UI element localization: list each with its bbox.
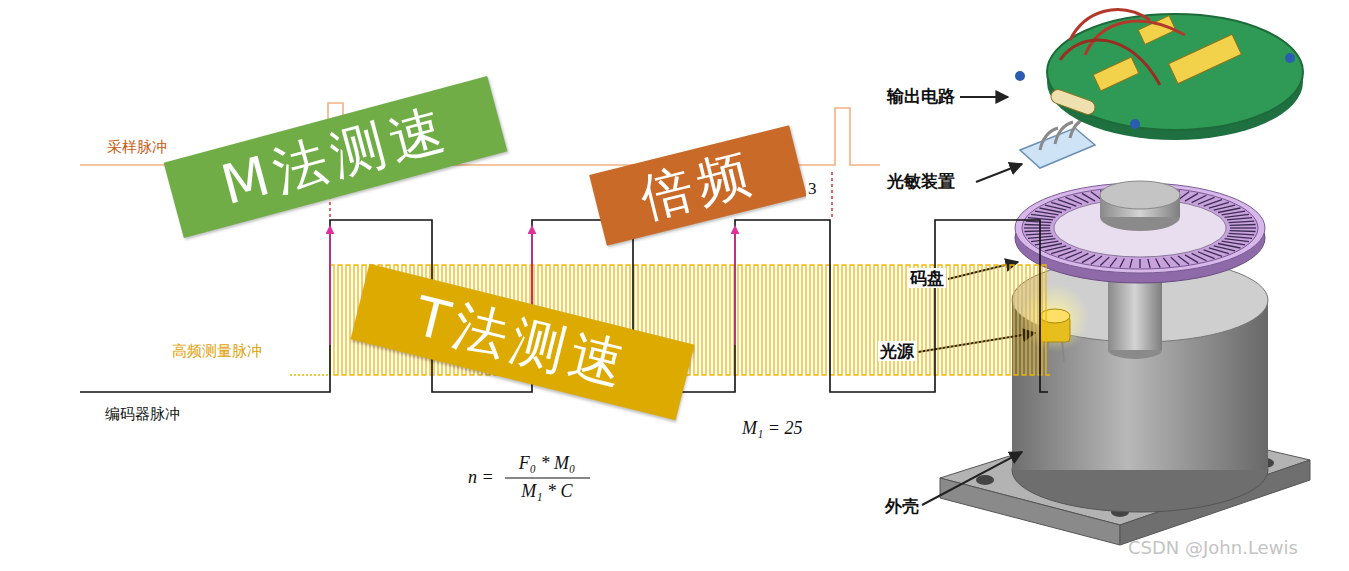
part-name: 光源 [878,341,916,361]
banner-label: 倍频 [589,126,807,247]
disk-slit [1230,227,1256,228]
disk-slit [1230,230,1256,232]
wire [1060,40,1160,85]
part-name: 外壳 [883,496,921,516]
disk-slit [1185,255,1198,263]
disk-slit [1082,193,1095,201]
disk-slit [1024,227,1050,228]
value-text: 3 [806,179,819,199]
output-circuit [1015,10,1303,140]
disk-slit [1024,230,1050,232]
disk-slit [1171,257,1180,265]
resistor [1049,88,1097,117]
chip [1093,57,1139,91]
disk-slit [1230,224,1256,226]
disk-slit [1163,258,1170,267]
disk-slit [1227,236,1252,238]
disk-slit [1156,259,1161,268]
mount-screw [1285,53,1295,63]
disk-slit [1091,256,1102,264]
sample-marker [831,172,833,218]
disk-slit [1024,224,1050,226]
disk-slit [1031,239,1055,242]
disk-slit [1225,239,1249,242]
led-top [1040,309,1070,323]
disk-slit [1139,259,1140,268]
mount-screw [1015,71,1025,81]
disk-slit [1110,258,1117,267]
disk-slit [1026,221,1052,223]
signal-name: 采样脉冲 [105,138,169,156]
leader-line [976,164,1022,182]
leader-line [960,96,1008,98]
dotted-lead [290,374,330,376]
mount-screw [1130,119,1140,129]
banner-label: M法测速 [163,76,507,238]
disk-slit [1035,241,1059,245]
edge-arrow [329,226,331,345]
hub-top [1100,181,1180,209]
part-name: 码盘 [908,268,946,288]
disk-slit [1229,221,1255,223]
watermark: CSDN @John.Lewis [1126,537,1300,559]
formula-text: M₁ * C [519,481,574,503]
edge-arrow [734,226,736,345]
photosensor [1020,118,1095,168]
value-text: M₁ = 25 [740,418,804,440]
formula-text: n = [466,467,496,489]
light-glow [1021,284,1089,352]
banner-text: M法测速 [215,98,455,216]
disk-slit [1227,218,1252,220]
disk-slit [1026,233,1052,235]
mount-hole [976,475,994,485]
wire [1070,10,1150,40]
disk-slit [1120,259,1125,268]
disk-slit [1178,256,1189,264]
pcb [1047,14,1303,130]
disk-slit [1031,214,1055,217]
light-source [1021,284,1089,362]
chip [1169,34,1242,84]
wire [1085,21,1185,55]
fraction-bar [505,477,590,478]
disk-slit [1130,259,1132,268]
signal-name: 高频测量脉冲 [170,342,264,360]
code-disk [1015,181,1265,283]
signal-name: 编码器脉冲 [103,405,182,423]
part-name: 光敏装置 [885,171,957,191]
part-name: 输出电路 [885,86,957,106]
led-leg [1062,340,1064,362]
formula-text: F₀ * M₀ [517,453,578,475]
leader-line [922,452,1022,505]
disk-slit [1225,214,1249,217]
disk-slit [1222,211,1246,215]
disk-slit [1229,233,1255,235]
disk-slit [1100,257,1109,265]
disk-slit [1148,259,1150,268]
banner-text: 倍频 [635,144,761,228]
